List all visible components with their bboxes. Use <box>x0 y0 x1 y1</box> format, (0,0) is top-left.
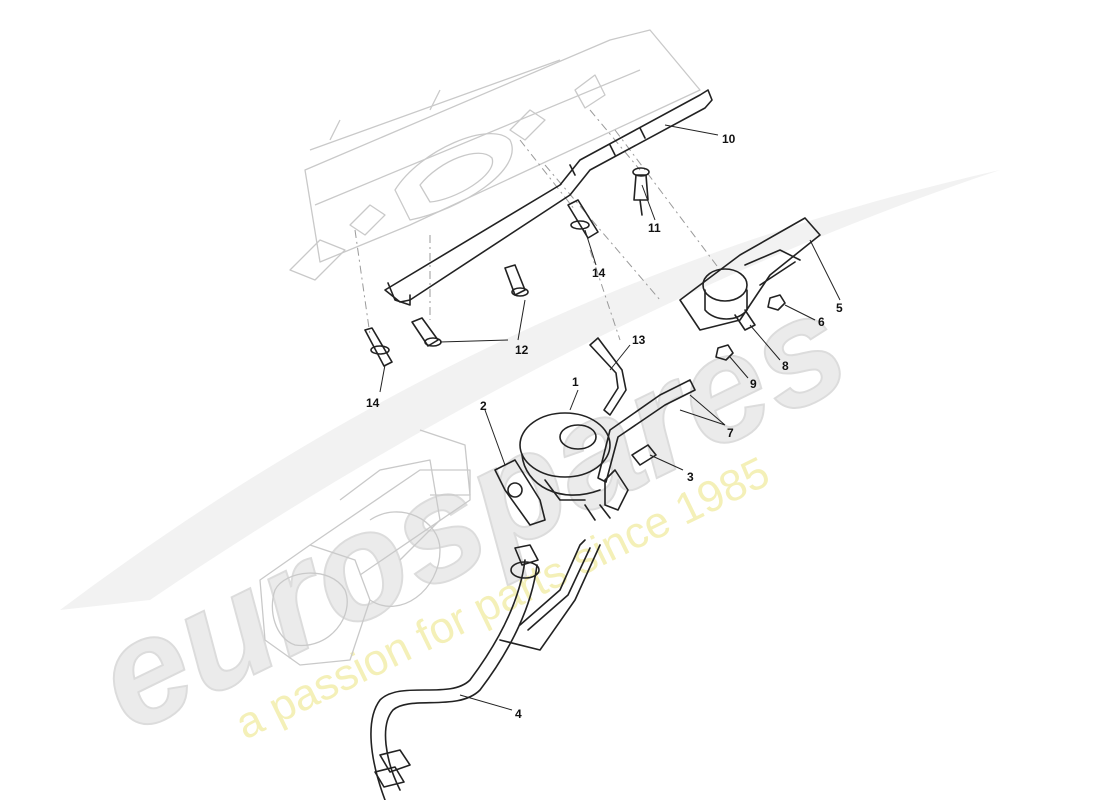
callout-14-lower: 14 <box>366 396 380 410</box>
hose-clip-part-3[interactable] <box>631 444 657 466</box>
watermark-swoosh <box>60 170 1000 610</box>
nut-part-6[interactable] <box>767 294 786 311</box>
callout-2: 2 <box>480 399 487 413</box>
callout-4: 4 <box>515 707 522 721</box>
intake-manifold-outline <box>289 29 701 281</box>
callout-5: 5 <box>836 301 843 315</box>
callout-10: 10 <box>722 132 736 146</box>
bolts-part-12[interactable] <box>411 264 529 347</box>
solenoid-valve-part-8[interactable] <box>702 268 756 331</box>
callout-8: 8 <box>782 359 789 373</box>
watermark-brand: eurospares <box>70 258 871 764</box>
pipe-part-4[interactable] <box>370 539 601 800</box>
bracket-part-10[interactable] <box>384 89 713 306</box>
gasket-part-2[interactable] <box>494 459 546 526</box>
nut-part-9[interactable] <box>715 344 734 361</box>
egr-valve-part-1[interactable] <box>519 412 611 501</box>
leader-lines <box>379 124 841 711</box>
pipe-part-13[interactable] <box>589 337 627 416</box>
watermark: eurospares a passion for parts since 198… <box>60 170 1000 765</box>
stud-part-14-lower[interactable] <box>364 327 393 367</box>
bolt-part-11[interactable] <box>632 167 650 216</box>
callout-labels: 10 11 14 12 14 13 1 2 7 3 4 5 6 8 9 <box>366 132 843 721</box>
callout-11: 11 <box>648 221 661 235</box>
callout-6: 6 <box>818 315 825 329</box>
callout-14-upper: 14 <box>592 266 606 280</box>
callout-13: 13 <box>632 333 646 347</box>
solenoid-bracket-part-5[interactable] <box>679 217 821 331</box>
callout-12: 12 <box>515 343 529 357</box>
hoses-part-7[interactable] <box>584 379 696 521</box>
throttle-body-outline <box>259 429 471 666</box>
callout-3: 3 <box>687 470 694 484</box>
stud-part-14-upper[interactable] <box>567 199 599 239</box>
callout-7: 7 <box>727 426 734 440</box>
callout-1: 1 <box>572 375 579 389</box>
callout-9: 9 <box>750 377 757 391</box>
